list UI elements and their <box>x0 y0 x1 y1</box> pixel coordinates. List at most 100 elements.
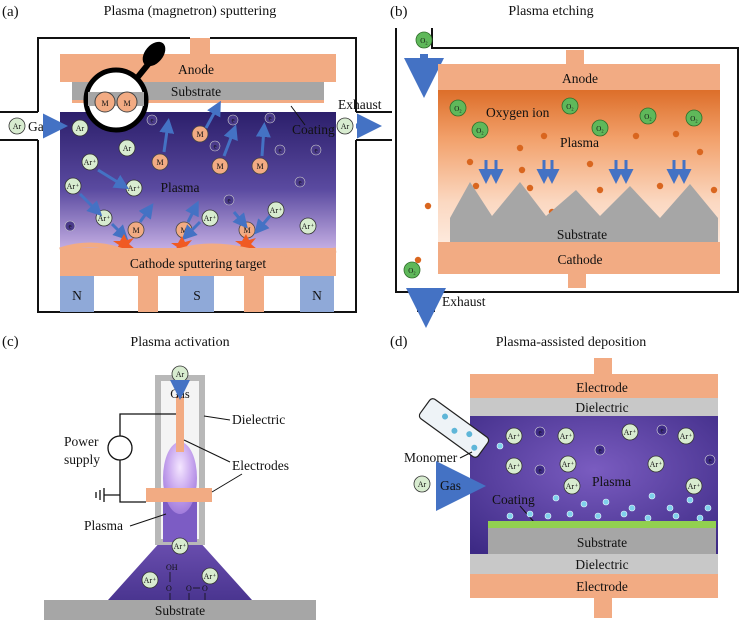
top-electrode-stem <box>594 358 612 376</box>
etch-cathode-label: Cathode <box>558 252 603 267</box>
panel-d-title: Plasma-assisted deposition <box>496 335 647 350</box>
electron-label: e <box>314 147 317 155</box>
panel-a-letter: (a) <box>2 4 19 20</box>
deposition-argon-feed <box>413 475 431 493</box>
electron <box>594 444 606 456</box>
deposition-argon-ions: Ar⁺ Ar⁺ Ar⁺ Ar⁺ Ar⁺ Ar⁺ Ar⁺ Ar⁺ Ar⁺ <box>505 423 703 495</box>
argon-ion <box>201 209 219 227</box>
argon-ion <box>621 423 639 441</box>
monomer-droplet <box>451 427 458 434</box>
electron-label: e <box>660 427 663 435</box>
electron-label: e <box>68 223 71 231</box>
panel-b-title: Plasma etching <box>508 4 593 19</box>
monomer-droplet <box>704 504 712 512</box>
panel-c-letter: (c) <box>2 334 19 350</box>
oxygen-ion <box>656 182 664 190</box>
argon-atom <box>71 119 89 137</box>
etched-substrate <box>450 182 718 242</box>
oxygen-ion <box>710 186 718 194</box>
argon-ion <box>677 427 695 445</box>
argon-ion <box>557 427 575 445</box>
oxygen-ion <box>472 182 480 190</box>
dielectric-label: Dielectric <box>232 412 285 427</box>
argon-ion-label: Ar⁺ <box>566 482 579 491</box>
trajectory-arrow <box>232 211 248 229</box>
trajectory-arrow <box>181 220 202 241</box>
trajectory-arrow <box>78 192 103 217</box>
etch-anode-plate <box>438 64 720 90</box>
trajectory-arrow <box>97 168 130 190</box>
bottom-dielectric-label: Dielectric <box>575 557 628 572</box>
power-supply-label-1: Power <box>64 434 99 449</box>
monomer-droplet <box>628 504 636 512</box>
deposition-substrate-label: Substrate <box>577 535 627 550</box>
magnet-n-right <box>300 276 334 312</box>
argon-atom-label: Ar <box>76 124 85 133</box>
cathode-label: Cathode sputtering target <box>130 256 266 271</box>
argon-atom-label: Ar <box>418 480 427 489</box>
trajectory-arrow <box>204 100 221 129</box>
activation-substrate <box>44 600 316 620</box>
argon-ion-label: Ar⁺ <box>650 460 663 469</box>
monomer-tube <box>418 398 490 458</box>
o2-molecule <box>685 109 703 127</box>
argon-ion <box>505 457 523 475</box>
monomer-droplet <box>552 494 560 502</box>
electron-label: e <box>227 197 230 205</box>
monomer-droplet <box>602 498 610 506</box>
metal-atom-label: M <box>243 226 250 235</box>
monomer-droplet <box>544 512 552 520</box>
dielectric-leader <box>203 415 231 421</box>
monomer-droplet <box>644 514 652 522</box>
metal-atom <box>251 157 269 175</box>
argon-ion-label: Ar⁺ <box>174 542 187 551</box>
argon-ion <box>505 427 523 445</box>
o2-molecule <box>591 119 609 137</box>
electron-label: e <box>538 467 541 475</box>
magnifier-handle <box>142 41 166 67</box>
argon-atom-label: Ar <box>13 122 22 131</box>
power-circuit <box>95 413 176 503</box>
monomer-droplet <box>686 496 694 504</box>
circuit-wire-bottom <box>119 460 146 503</box>
activation-argon-ions: Ar⁺ Ar⁺ Ar⁺ <box>141 537 219 589</box>
inner-electrode <box>176 396 184 452</box>
plasma-leader <box>129 513 167 527</box>
argon-ion-label: Ar⁺ <box>270 206 283 215</box>
oxygen-ion <box>424 202 432 210</box>
electron <box>146 114 158 126</box>
metal-atom <box>191 125 209 143</box>
top-electrode <box>470 374 718 398</box>
monomer-droplet <box>672 512 680 520</box>
electron-label: e <box>231 117 234 125</box>
argon-ion <box>171 537 189 555</box>
panel-b: (b) Plasma etching O₂ Gas Anode O₂ O₂ O₂… <box>390 4 739 328</box>
o2-molecule <box>639 107 657 125</box>
monomer-droplet <box>696 514 704 522</box>
metal-atom <box>116 91 138 113</box>
oxygen-ion <box>518 166 526 174</box>
electron-label: e <box>598 447 601 455</box>
etch-anode-label: Anode <box>562 71 598 86</box>
electron-label: e <box>150 117 153 125</box>
argon-atom-label: Ar <box>123 144 132 153</box>
o2-molecule-inlet <box>415 31 433 49</box>
bottom-electrode-stem <box>594 598 612 618</box>
top-dielectric-label: Dielectric <box>575 400 628 415</box>
oxygen-ion <box>696 148 704 156</box>
metal-atom <box>151 153 169 171</box>
panel-a: (a) Plasma (magnetron) sputtering Anode … <box>0 4 392 313</box>
trajectory-arrow <box>159 118 175 153</box>
argon-atom-label: Ar <box>341 122 350 131</box>
oxygen-ion <box>632 132 640 140</box>
argon-ion-label: Ar⁺ <box>98 214 111 223</box>
oxygen-ion <box>526 184 534 192</box>
oxygen-ion <box>586 160 594 168</box>
cathode-stem <box>138 276 158 312</box>
o2-label: O₂ <box>420 37 428 45</box>
etch-plasma-label: Plasma <box>560 135 599 150</box>
oxygen-ion <box>516 144 524 152</box>
argon-atom-label: Ar <box>176 370 185 379</box>
argon-ion <box>647 455 665 473</box>
panel-d-letter: (d) <box>390 334 408 350</box>
